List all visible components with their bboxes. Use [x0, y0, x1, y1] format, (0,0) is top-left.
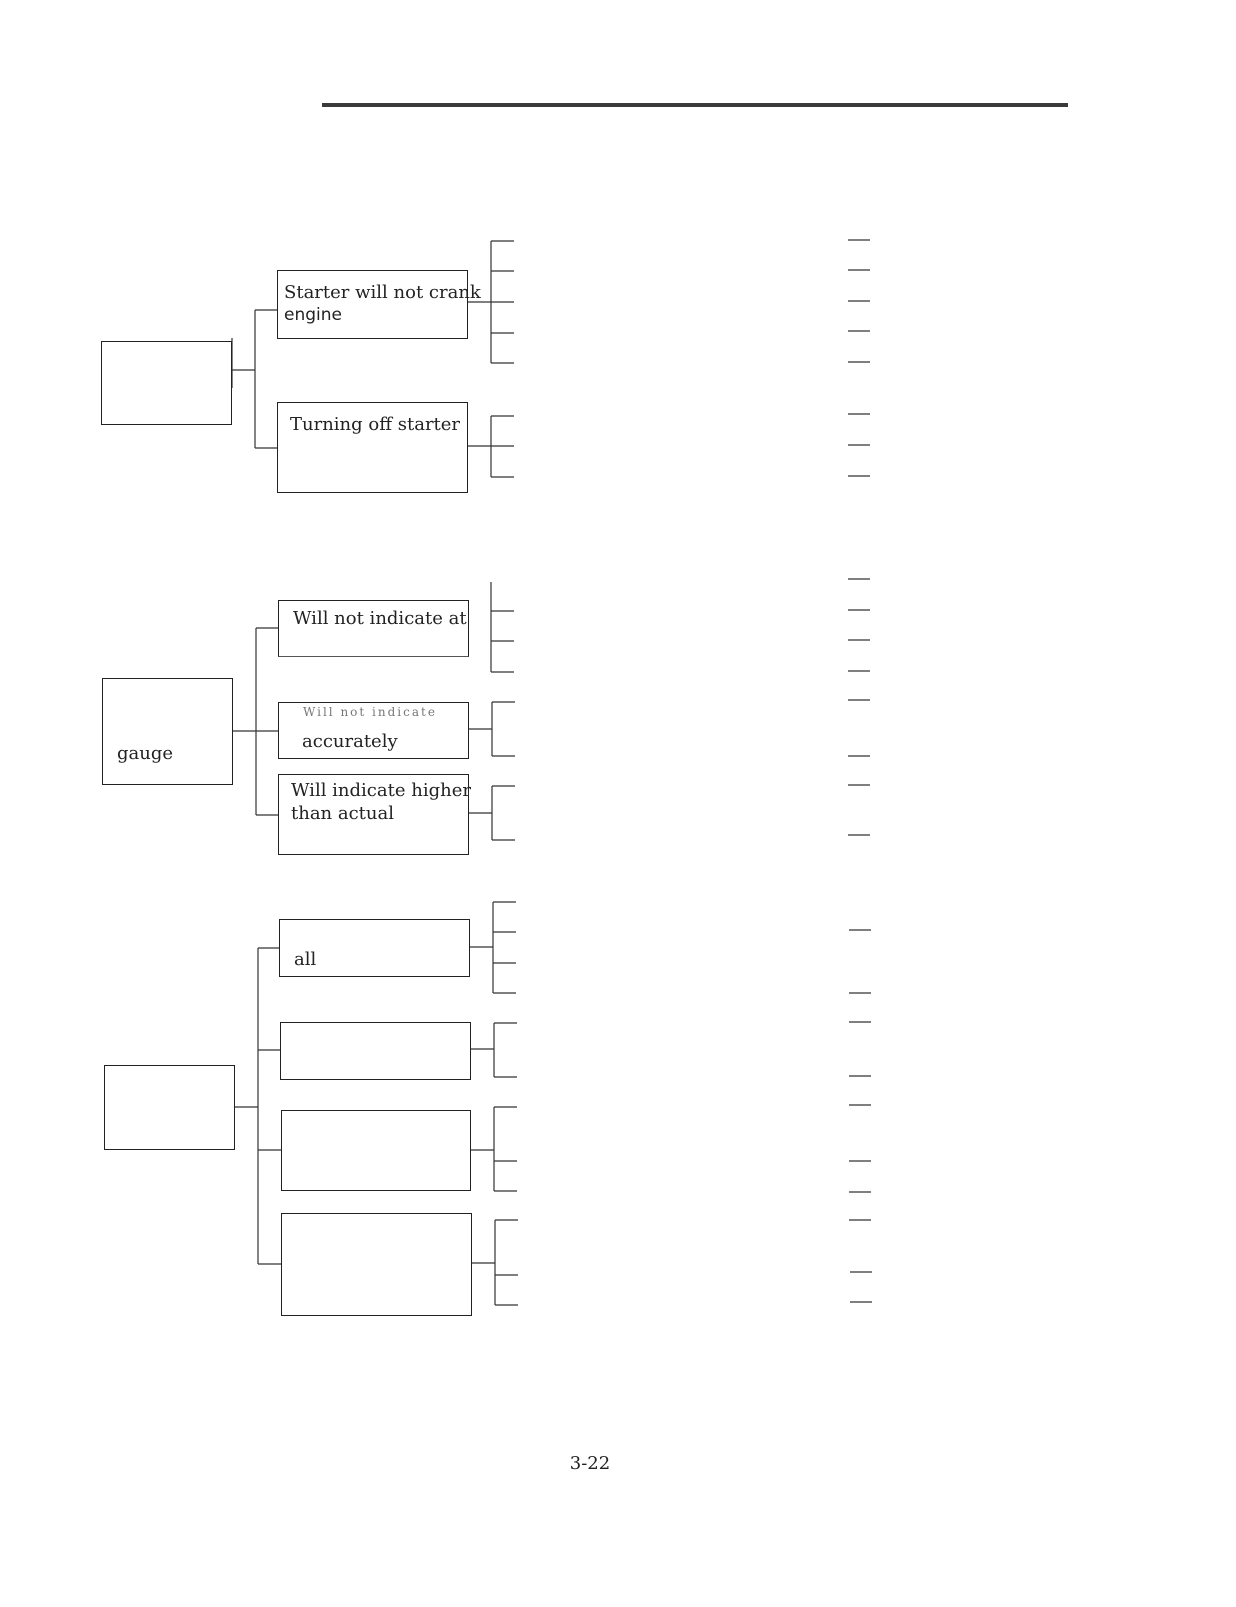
root-box-3 [104, 1065, 235, 1150]
accurately-label: accurately [302, 731, 398, 752]
gauge-root-box [102, 678, 233, 785]
blank-box-3c [281, 1110, 471, 1191]
gauge-label: gauge [117, 743, 174, 764]
indicate-higher-box [278, 774, 469, 855]
starter-crank-box [277, 270, 468, 339]
turning-off-starter-box [277, 402, 468, 493]
accurately-box [278, 702, 469, 759]
all-box [279, 919, 470, 977]
blank-box-3b [280, 1022, 471, 1080]
indicate-higher-line1: Will indicate higher [291, 780, 471, 801]
blank-box-3d [281, 1213, 472, 1316]
starter-crank-line1: Starter will not crank [284, 282, 481, 303]
turning-off-starter-label: Turning off starter [290, 414, 461, 435]
indicate-higher-line2: than actual [291, 803, 394, 824]
obscured-text-line: Will not indicate [303, 705, 437, 719]
all-label: all [294, 949, 317, 970]
page-number: 3-22 [569, 1453, 611, 1474]
starter-crank-line2: engine [284, 305, 342, 325]
will-not-indicate-box [278, 600, 469, 657]
will-not-indicate-label: Will not indicate at [293, 608, 467, 629]
root-box-1 [101, 341, 232, 425]
header-rule [322, 103, 1068, 107]
